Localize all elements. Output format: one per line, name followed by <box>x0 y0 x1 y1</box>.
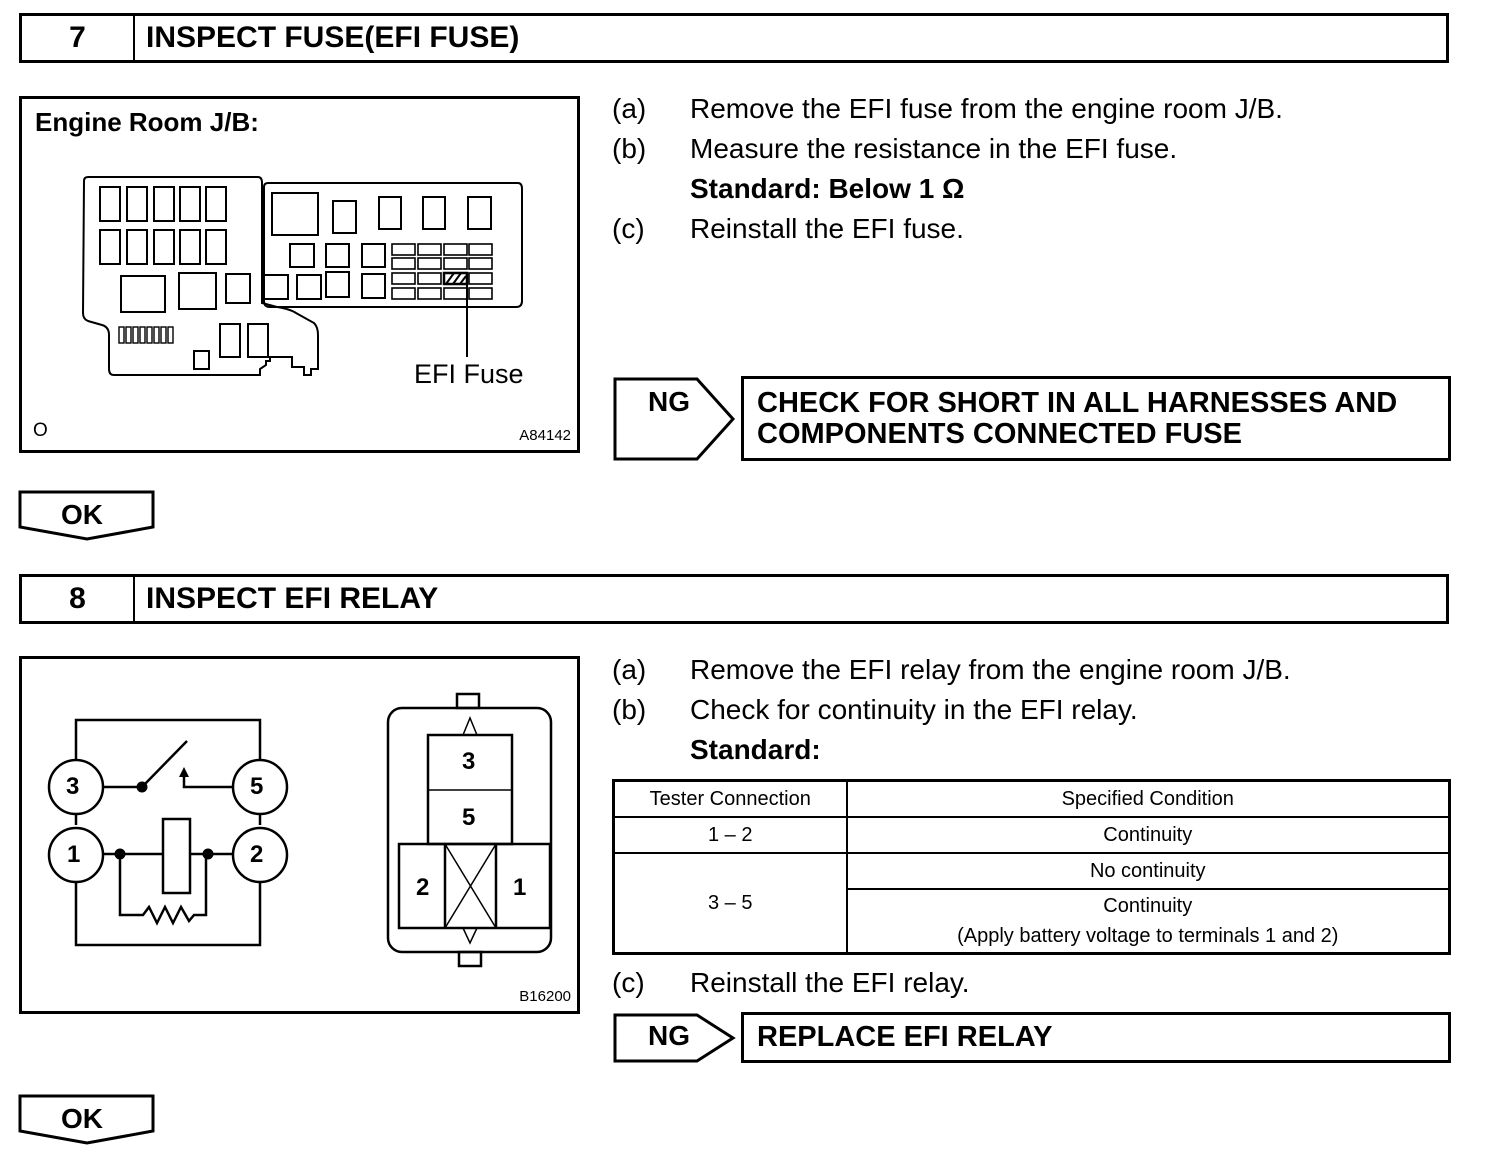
table-header: Specified Condition <box>845 779 1451 818</box>
step-7-header: 7 INSPECT FUSE(EFI FUSE) <box>19 13 1449 63</box>
figure-code: B16200 <box>519 988 571 1005</box>
efi-fuse-highlight <box>442 271 469 286</box>
ok-arrow-icon <box>18 1094 155 1145</box>
specified-condition: Continuity <box>845 816 1451 854</box>
specified-condition: No continuity <box>845 852 1451 890</box>
figure-corner-mark: O <box>33 420 48 441</box>
terminal-label-3: 3 <box>66 773 80 800</box>
instruction-a: (a)Remove the EFI relay from the engine … <box>612 654 1291 685</box>
terminal-3 <box>47 758 105 816</box>
instruction-standard: Standard: <box>690 734 821 765</box>
step-8-instructions: (a)Remove the EFI relay from the engine … <box>612 650 1291 770</box>
ok-label: OK <box>61 1103 103 1134</box>
step-title: INSPECT EFI RELAY <box>146 582 439 615</box>
step-8-instruction-c: (c)Reinstall the EFI relay. <box>612 963 970 1003</box>
step-8-header: 8 INSPECT EFI RELAY <box>19 574 1449 624</box>
terminal-label-1: 1 <box>67 841 81 868</box>
connector-terminal-5: 5 <box>462 804 476 831</box>
fuse-box-diagram <box>81 176 523 376</box>
table-row: 1 – 2 Continuity <box>612 816 1451 854</box>
ng-action-box: REPLACE EFI RELAY <box>741 1012 1451 1063</box>
instruction-a: (a)Remove the EFI fuse from the engine r… <box>612 93 1283 124</box>
terminal-1 <box>47 826 105 884</box>
terminal-2 <box>231 826 289 884</box>
relay-spec-table: Tester Connection Specified Condition 1 … <box>612 779 1451 955</box>
connector-terminal-1: 1 <box>513 874 527 901</box>
tester-connection: 3 – 5 <box>612 852 848 955</box>
figure-title: Engine Room J/B: <box>35 107 259 137</box>
instruction-b: (b)Check for continuity in the EFI relay… <box>612 694 1138 725</box>
relay-figure: 3 5 1 2 3 5 2 1 B16200 <box>19 656 580 1014</box>
instruction-standard: Standard: Below 1 Ω <box>690 173 965 204</box>
efi-fuse-callout: EFI Fuse <box>414 359 524 389</box>
instruction-c: (c)Reinstall the EFI fuse. <box>612 213 964 244</box>
instruction-c: (c)Reinstall the EFI relay. <box>612 967 970 998</box>
ng-arrow-icon <box>613 1013 736 1063</box>
ng-label: NG <box>648 386 690 417</box>
table-row: 3 – 5 No continuity <box>612 852 1451 955</box>
table-header: Tester Connection <box>612 779 848 818</box>
specified-condition: Continuity (Apply battery voltage to ter… <box>845 888 1451 955</box>
figure-code: A84142 <box>519 427 571 444</box>
ng-arrow-icon <box>613 377 736 461</box>
terminal-label-5: 5 <box>250 773 264 800</box>
instruction-b: (b)Measure the resistance in the EFI fus… <box>612 133 1178 164</box>
step-7-instructions: (a)Remove the EFI fuse from the engine r… <box>612 89 1283 249</box>
relay-circuit-diagram <box>47 692 553 968</box>
engine-room-jb-figure: Engine Room J/B: <box>19 96 580 453</box>
ng-label: NG <box>648 1020 690 1051</box>
table-header-row: Tester Connection Specified Condition <box>612 779 1451 818</box>
connector-terminal-3: 3 <box>462 748 476 775</box>
ok-arrow-icon <box>18 490 155 541</box>
step-number: 8 <box>22 577 135 621</box>
tester-connection: 1 – 2 <box>612 816 848 854</box>
terminal-5 <box>231 758 289 816</box>
switch-contact-arrow <box>179 767 189 777</box>
step-number: 7 <box>22 16 135 60</box>
ok-label: OK <box>61 499 103 530</box>
terminal-label-2: 2 <box>250 841 264 868</box>
connector-terminal-2: 2 <box>416 874 430 901</box>
step-title: INSPECT FUSE(EFI FUSE) <box>146 21 520 54</box>
ng-action-box: CHECK FOR SHORT IN ALL HARNESSES AND COM… <box>741 376 1451 461</box>
table-row: Continuity (Apply battery voltage to ter… <box>614 888 1451 955</box>
